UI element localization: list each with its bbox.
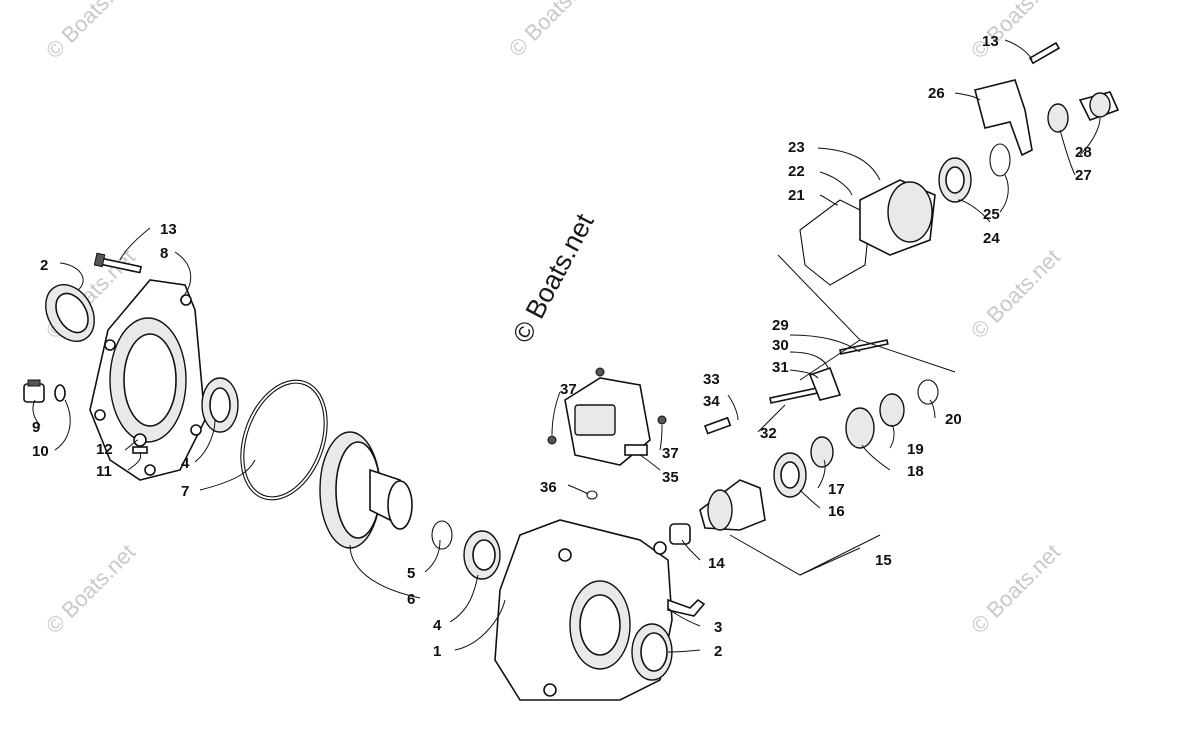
callout-33: 33 <box>703 371 720 388</box>
shim-5 <box>431 520 453 550</box>
callout-6: 6 <box>407 591 415 608</box>
callout-2: 2 <box>714 643 722 660</box>
bearing-4-left <box>201 377 239 433</box>
e-clip-36 <box>586 490 598 500</box>
watermark-main: © Boats.net <box>507 208 600 347</box>
callout-32: 32 <box>760 425 777 442</box>
callout-19: 19 <box>907 441 924 458</box>
watermark-small: © Boats.net <box>966 244 1065 343</box>
seal-27 <box>1047 103 1069 133</box>
bolt-13-right <box>1028 41 1061 65</box>
cover-8 <box>89 279 206 481</box>
callout-4: 4 <box>181 455 190 472</box>
callout-8: 8 <box>160 245 168 262</box>
callout-5: 5 <box>407 565 415 582</box>
output-housing-23 <box>859 179 936 256</box>
bracket-26 <box>974 79 1033 157</box>
gasket-21 <box>799 199 871 286</box>
actuator-35 <box>547 367 667 466</box>
callout-29: 29 <box>772 317 789 334</box>
seal-2-right <box>631 623 673 681</box>
callout-1: 1 <box>433 643 441 660</box>
callout-7: 7 <box>181 483 189 500</box>
bushing-14 <box>669 523 691 545</box>
leader-lines <box>32 39 1101 653</box>
callout-13: 13 <box>160 221 177 238</box>
callout-17: 17 <box>828 481 845 498</box>
snap-ring-25 <box>989 143 1011 177</box>
callout-25: 25 <box>983 206 1000 223</box>
callout-3: 3 <box>714 619 722 636</box>
callout-31: 31 <box>772 359 789 376</box>
callout-30: 30 <box>772 337 789 354</box>
fitting-3 <box>667 598 706 617</box>
housing-1 <box>494 519 673 701</box>
callout-23: 23 <box>788 139 805 156</box>
callout-35: 35 <box>662 469 679 486</box>
callout-36: 36 <box>540 479 557 496</box>
callout-12: 12 <box>96 441 113 458</box>
callout-37: 37 <box>662 445 679 462</box>
callout-numbers: 1 2 2 3 4 4 5 6 7 8 9 10 11 12 13 13 14 … <box>32 33 1092 660</box>
o-ring-7 <box>240 379 328 501</box>
bolt-13-left <box>93 252 143 274</box>
callout-11: 11 <box>96 463 112 480</box>
callout-13: 13 <box>982 33 999 50</box>
bearing-4-center <box>463 530 501 580</box>
callout-15: 15 <box>875 552 892 569</box>
seal-2-left <box>45 284 95 342</box>
callout-28: 28 <box>1075 144 1092 161</box>
bearing-24 <box>938 157 972 203</box>
pinion-gear-15 <box>699 479 766 531</box>
callout-20: 20 <box>945 411 962 428</box>
callout-22: 22 <box>788 163 805 180</box>
bearings-16-to-20 <box>773 379 939 498</box>
flange-28 <box>1078 91 1120 121</box>
plug-9 <box>23 379 66 403</box>
plug-12 <box>132 433 148 454</box>
watermark-small: © Boats.net <box>41 0 140 64</box>
watermark-small: © Boats.net <box>504 0 603 62</box>
callout-9: 9 <box>32 419 40 436</box>
callout-21: 21 <box>788 187 805 204</box>
callout-14: 14 <box>708 555 725 572</box>
callout-4: 4 <box>433 617 442 634</box>
callout-10: 10 <box>32 443 49 460</box>
callout-37: 37 <box>560 381 577 398</box>
callout-27: 27 <box>1075 167 1092 184</box>
callout-34: 34 <box>703 393 720 410</box>
callout-2: 2 <box>40 257 48 274</box>
shift-fork-parts <box>703 339 889 435</box>
watermark-small: © Boats.net <box>41 539 140 638</box>
callout-16: 16 <box>828 503 845 520</box>
callout-18: 18 <box>907 463 924 480</box>
callout-24: 24 <box>983 230 1000 247</box>
callout-26: 26 <box>928 85 945 102</box>
watermark-small: © Boats.net <box>966 539 1065 638</box>
ring-gear-6 <box>319 431 413 549</box>
